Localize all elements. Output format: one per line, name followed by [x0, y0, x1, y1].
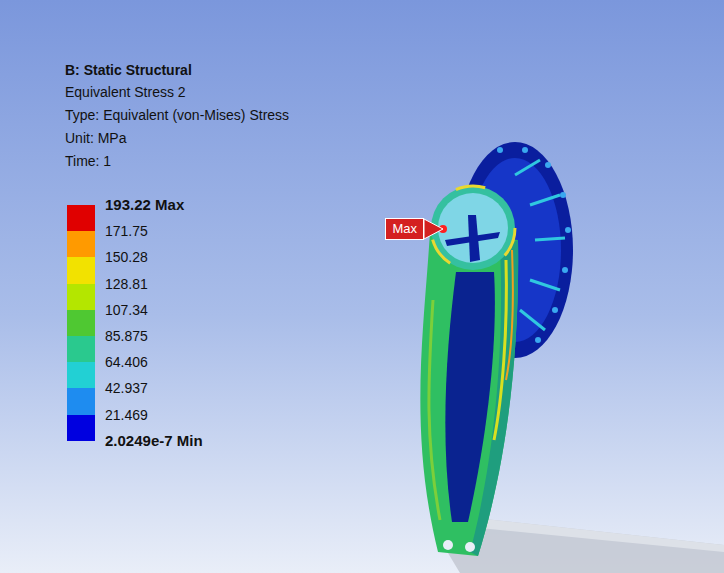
callout-pointer — [424, 219, 443, 239]
legend-value: 21.469 — [105, 406, 148, 424]
color-band — [67, 257, 95, 284]
legend-value: 64.406 — [105, 353, 148, 371]
color-band — [67, 284, 95, 311]
arm-pocket — [445, 272, 495, 522]
legend-value: 193.22 Max — [105, 196, 184, 214]
pin-hole — [465, 542, 475, 552]
color-band — [67, 310, 95, 337]
stress-band — [494, 260, 506, 440]
support-beam-edge — [448, 515, 724, 552]
header-line: Type: Equivalent (von-Mises) Stress — [65, 106, 289, 124]
legend-value: 171.75 — [105, 222, 148, 240]
hub-ring — [431, 186, 515, 270]
legend-value: 150.28 — [105, 248, 148, 266]
arm-body — [420, 232, 518, 556]
legend-value: 42.937 — [105, 379, 148, 397]
shaft-key — [468, 215, 480, 262]
stress-band — [506, 250, 513, 380]
title: B: Static Structural — [65, 61, 192, 79]
flange-ribs — [515, 160, 565, 330]
color-band — [67, 362, 95, 389]
hub-bore — [438, 193, 508, 263]
hub-stress — [431, 186, 515, 270]
header-line: Time: 1 — [65, 152, 111, 170]
stress-band — [429, 300, 440, 520]
pin-hole — [443, 540, 453, 550]
callout-text: Max — [392, 221, 417, 237]
max-callout: Max — [385, 218, 424, 240]
color-band — [67, 231, 95, 258]
header-line: Equivalent Stress 2 — [65, 83, 186, 101]
color-band — [67, 336, 95, 363]
color-band — [67, 388, 95, 415]
header-line: Unit: MPa — [65, 129, 126, 147]
color-band — [67, 205, 95, 232]
legend-value: 2.0249e-7 Min — [105, 432, 203, 450]
legend-value: 85.875 — [105, 327, 148, 345]
legend-value: 128.81 — [105, 275, 148, 293]
legend-value: 107.34 — [105, 301, 148, 319]
color-band — [67, 415, 95, 442]
